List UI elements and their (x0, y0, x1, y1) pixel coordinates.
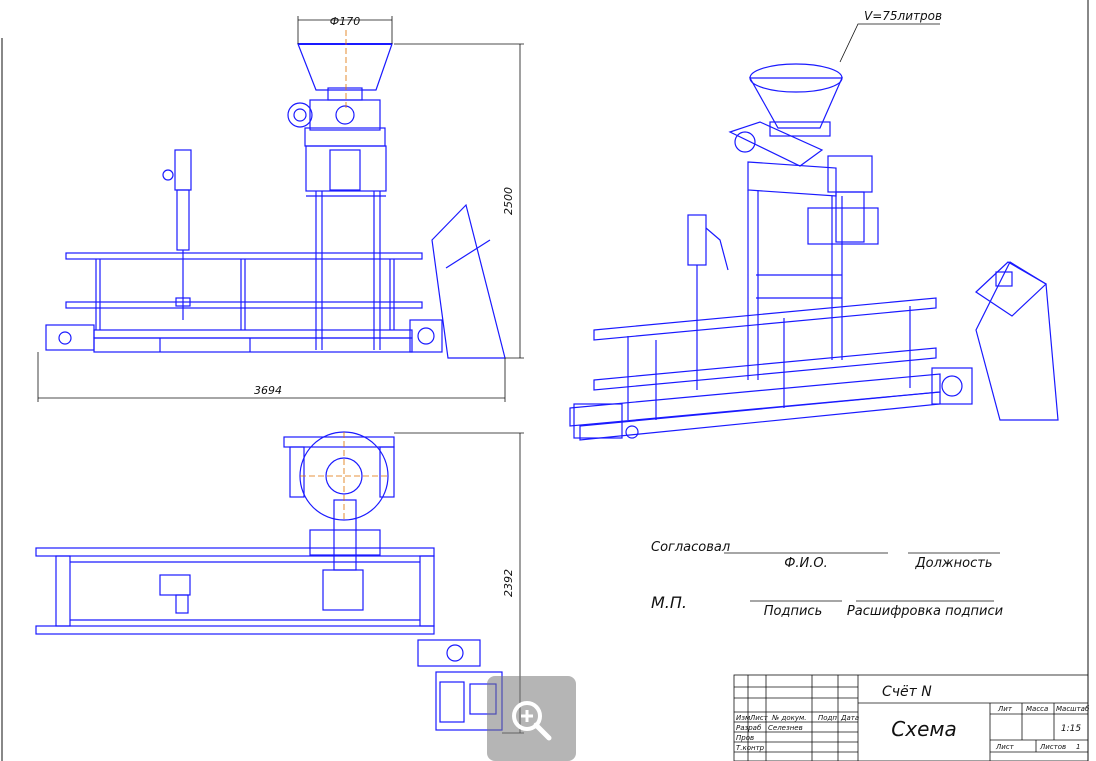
title-block (733, 674, 1089, 761)
tb-sheet: Лист (995, 743, 1015, 751)
zoom-in-button[interactable] (487, 676, 576, 761)
zoom-in-icon (512, 701, 552, 741)
tb-col-list: Лист (749, 714, 769, 722)
approval-block (724, 552, 1000, 602)
tb-col-sign: Подп (818, 714, 837, 722)
approval-fio: Ф.И.О. (784, 556, 828, 571)
iso-view (569, 63, 1059, 441)
tb-sheets-count: 1 (1076, 743, 1080, 751)
front-view (45, 43, 506, 359)
tb-sheets: Листов (1039, 743, 1066, 751)
dim-height-top: 2392 (502, 569, 515, 597)
dim-height-front: 2500 (502, 187, 515, 215)
tb-doc-name: Счёт N (882, 684, 932, 700)
tb-title: Схема (891, 717, 956, 741)
tb-row-razrab-name: Селезнев (768, 724, 803, 732)
callout-leader (839, 23, 940, 63)
iso-callout: V=75литров (864, 9, 942, 23)
front-view-dimensions (37, 16, 524, 402)
top-axis (300, 432, 390, 520)
approval-position: Должность (915, 556, 993, 571)
tb-row-tkontr: Т.контр (736, 744, 765, 752)
tb-row-prov: Пров (736, 734, 754, 742)
approval-signature-decode: Расшифровка подписи (847, 604, 1003, 619)
approval-stamp: М.П. (651, 593, 687, 612)
tb-col-izm: Изм (736, 714, 751, 722)
tb-col-doc: № докум. (771, 714, 807, 722)
tb-row-razrab: Разраб (736, 724, 762, 732)
top-view (35, 431, 503, 731)
tb-lit: Лит (997, 705, 1013, 713)
dim-diameter: Ф170 (330, 15, 360, 28)
approval-agreed: Согласовал (651, 540, 730, 555)
tb-col-date: Дата (840, 714, 859, 722)
tb-mass: Масса (1026, 705, 1048, 713)
approval-signature: Подпись (764, 604, 822, 619)
tb-scale-label: Масштаб (1056, 705, 1090, 713)
tb-scale: 1:15 (1061, 724, 1081, 734)
dim-length-front: 3694 (254, 384, 282, 397)
